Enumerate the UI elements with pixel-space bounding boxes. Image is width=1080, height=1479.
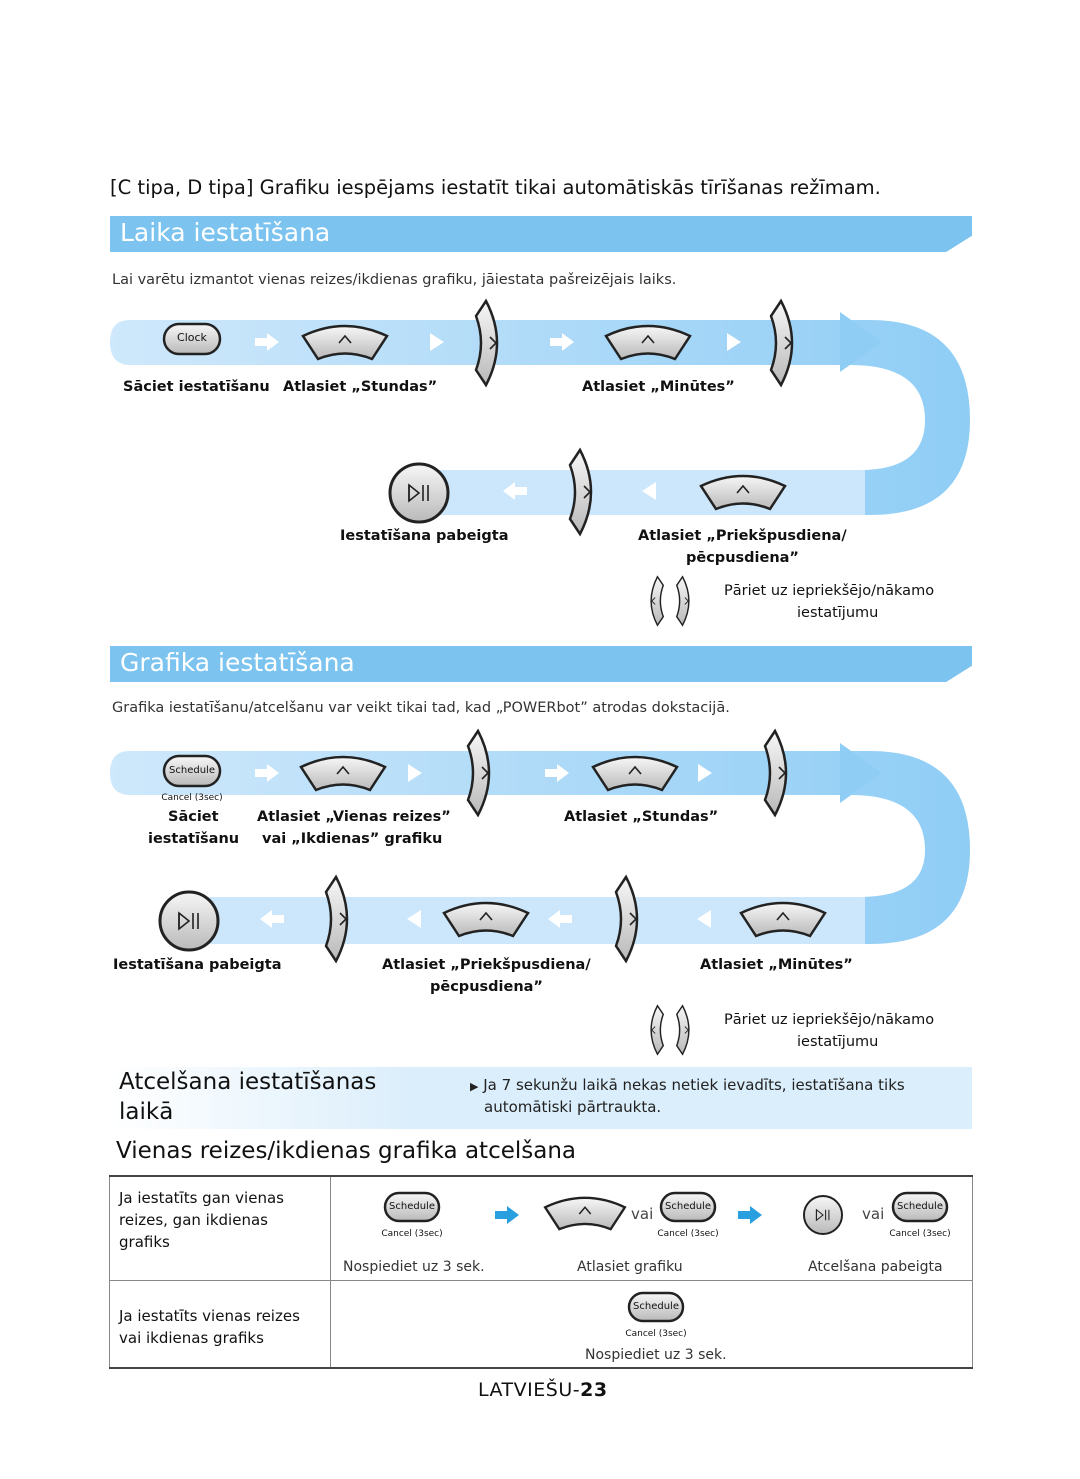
clock-button-label: Clock <box>177 331 207 344</box>
section-header-time: Laika iestatīšana <box>110 216 972 252</box>
label-start: Sāciet iestatīšanu <box>123 379 270 395</box>
label-done: Iestatīšana pabeigta <box>340 528 509 544</box>
label-select-hours: Atlasiet „Stundas” <box>564 809 719 825</box>
row2-label: Ja iestatīts vienas reizes vai ikdienas … <box>109 1279 331 1369</box>
cancel-text-1: Ja 7 sekunžu laikā nekas netiek ievadīts… <box>483 1076 905 1094</box>
left-right-nav-icon <box>650 1004 690 1056</box>
section-title-time: Laika iestatīšana <box>120 218 331 247</box>
cancel-text-2: automātiski pārtraukta. <box>484 1098 662 1116</box>
schedule-button[interactable] <box>891 1191 949 1223</box>
label-start-1: Sāciet <box>168 809 219 825</box>
label-select-type-1: Atlasiet „Vienas reizes” <box>257 809 451 825</box>
cancel-3sec-label: Cancel (3sec) <box>889 1229 951 1239</box>
cancel-table: Ja iestatīts gan vienas reizes, gan ikdi… <box>109 1175 973 1369</box>
caption-press: Nospiediet uz 3 sek. <box>343 1259 485 1275</box>
or-text: vai <box>862 1205 885 1223</box>
up-button-hours[interactable] <box>591 755 679 792</box>
label-select-ampm-2: pēcpusdiena” <box>430 979 543 995</box>
schedule-label: Schedule <box>633 1300 679 1312</box>
schedule-button[interactable] <box>162 754 222 788</box>
up-button-ampm[interactable] <box>442 901 530 938</box>
schedule-label: Schedule <box>897 1201 943 1212</box>
label-select-hours: Atlasiet „Stundas” <box>283 379 438 395</box>
play-pause-button[interactable] <box>158 890 220 952</box>
schedule-label: Schedule <box>389 1201 435 1212</box>
nav-note-1: Pāriet uz iepriekšējo/nākamo <box>724 583 935 599</box>
cancel-3sec-label: Cancel (3sec) <box>657 1229 719 1239</box>
blue-arrow-right-icon <box>738 1206 762 1224</box>
schedule-button[interactable] <box>627 1291 685 1322</box>
section-title-schedule: Grafika iestatīšana <box>120 648 355 677</box>
bullet-triangle-icon: ▶ <box>470 1080 479 1093</box>
section-header-schedule: Grafika iestatīšana <box>110 646 972 682</box>
up-button[interactable] <box>543 1196 627 1231</box>
label-start-2: iestatīšanu <box>148 831 240 847</box>
label-select-ampm-1: Atlasiet „Priekšpusdiena/ <box>382 957 591 973</box>
page-number: 23 <box>580 1379 608 1401</box>
row2-steps: Schedule Cancel (3sec) Nospiediet uz 3 s… <box>330 1279 973 1369</box>
section-description-time: Lai varētu izmantot vienas reizes/ikdien… <box>112 272 677 288</box>
schedule-button[interactable] <box>383 1191 441 1223</box>
intro-text: [C tipa, D tipa] Grafiku iespējams iesta… <box>110 176 881 199</box>
clock-button[interactable] <box>162 322 222 356</box>
cancel-3sec-label: Cancel (3sec) <box>625 1328 687 1339</box>
cancel-table-heading: Vienas reizes/ikdienas grafika atcelšana <box>116 1138 576 1164</box>
or-text: vai <box>631 1205 654 1223</box>
section-description-schedule: Grafika iestatīšanu/atcelšanu var veikt … <box>112 700 730 716</box>
schedule-button[interactable] <box>659 1191 717 1223</box>
cancel-title-2: laikā <box>119 1099 174 1125</box>
label-select-ampm-1: Atlasiet „Priekšpusdiena/ <box>638 528 847 544</box>
nav-note-1: Pāriet uz iepriekšējo/nākamo <box>724 1012 935 1028</box>
caption-press-2: Nospiediet uz 3 sek. <box>585 1346 727 1363</box>
label-select-minutes: Atlasiet „Minūtes” <box>700 957 853 973</box>
label-select-type-2: vai „Ikdienas” grafiku <box>262 831 443 847</box>
label-done: Iestatīšana pabeigta <box>113 957 282 973</box>
footer-lang: LATVIEŠU- <box>478 1379 581 1401</box>
row1-label: Ja iestatīts gan vienas reizes, gan ikdi… <box>109 1175 331 1281</box>
label-select-minutes: Atlasiet „Minūtes” <box>582 379 735 395</box>
play-pause-button[interactable] <box>802 1194 844 1236</box>
cancel-title-1: Atcelšana iestatīšanas <box>119 1069 377 1095</box>
time-setting-flow <box>110 299 970 627</box>
up-button-minutes[interactable] <box>739 901 827 938</box>
page-footer: LATVIEŠU-23 <box>478 1379 608 1401</box>
cancel-3sec-label: Cancel (3sec) <box>161 793 223 803</box>
caption-done: Atcelšana pabeigta <box>808 1259 943 1275</box>
up-button-type[interactable] <box>299 755 387 792</box>
nav-note-2: iestatījumu <box>797 605 879 621</box>
row1-steps: Schedule Cancel (3sec) vai Schedule Canc… <box>330 1175 973 1281</box>
cancel-3sec-label: Cancel (3sec) <box>381 1229 443 1239</box>
schedule-setting-flow <box>110 729 970 1056</box>
caption-select: Atlasiet grafiku <box>577 1259 683 1275</box>
schedule-button-label: Schedule <box>169 765 215 776</box>
blue-arrow-right-icon <box>495 1206 519 1224</box>
schedule-label: Schedule <box>665 1201 711 1212</box>
label-select-ampm-2: pēcpusdiena” <box>686 550 799 566</box>
cancel-during-setting: Atcelšana iestatīšanas laikā ▶ Ja 7 seku… <box>110 1067 972 1129</box>
nav-note-2: iestatījumu <box>797 1034 879 1050</box>
